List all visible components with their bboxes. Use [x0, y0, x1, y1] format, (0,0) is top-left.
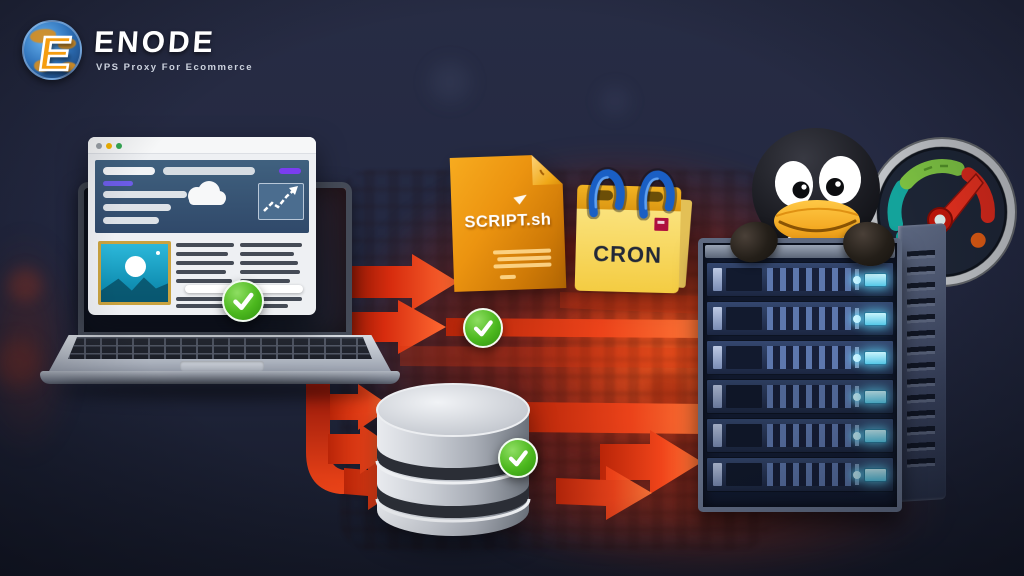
window-dot-gray	[96, 143, 102, 149]
server-unit	[706, 418, 894, 453]
server-led	[853, 353, 861, 362]
server-front-panel	[698, 238, 902, 512]
accent-pill	[103, 181, 133, 186]
laptop	[40, 120, 400, 398]
cron-calendar-icon: CRON	[574, 166, 693, 294]
logo-letter: E	[34, 27, 76, 83]
server-unit	[706, 340, 894, 375]
server-unit	[706, 379, 894, 414]
browser-window	[88, 137, 316, 315]
binder-ring-icon	[586, 166, 628, 220]
server-side-panel	[898, 223, 946, 502]
accent-pill	[279, 168, 301, 174]
server-led	[853, 392, 861, 401]
laptop-trackpad	[180, 361, 264, 371]
server-rack	[698, 223, 948, 512]
sun-icon	[125, 256, 146, 277]
webpage-hero	[95, 160, 309, 233]
cloud-icon	[188, 181, 226, 205]
script-file-icon: SCRIPT.sh	[450, 154, 567, 292]
server-led	[853, 314, 861, 323]
check-icon	[463, 308, 503, 348]
window-dot-green	[116, 143, 122, 149]
brand-logo: E ENODE VPS Proxy For Ecommerce	[22, 18, 322, 84]
server-unit	[706, 301, 894, 336]
browser-titlebar	[88, 137, 316, 154]
server-indicator-panel	[864, 428, 887, 443]
window-dot-yellow	[106, 143, 112, 149]
laptop-shadow	[56, 382, 386, 398]
chart-icon	[258, 183, 304, 220]
check-icon	[498, 438, 538, 478]
server-indicator-panel	[864, 311, 887, 326]
server-led	[853, 275, 861, 284]
server-indicator-panel	[864, 350, 887, 365]
check-icon	[222, 280, 264, 322]
brand-name: ENODE	[92, 26, 217, 59]
script-file-label: SCRIPT.sh	[464, 210, 552, 232]
server-led	[853, 431, 861, 440]
server-unit	[706, 262, 894, 297]
server-indicator-panel	[864, 467, 887, 482]
brand-tagline: VPS Proxy For Ecommerce	[96, 62, 253, 73]
server-indicator-panel	[864, 272, 887, 287]
server-unit	[706, 457, 894, 492]
binder-ring-icon	[636, 168, 678, 221]
server-led	[853, 470, 861, 479]
laptop-keyboard	[68, 337, 372, 359]
server-indicator-panel	[864, 389, 887, 404]
cron-label: CRON	[592, 241, 663, 268]
image-thumbnail	[98, 241, 171, 305]
server-vents	[907, 249, 935, 470]
